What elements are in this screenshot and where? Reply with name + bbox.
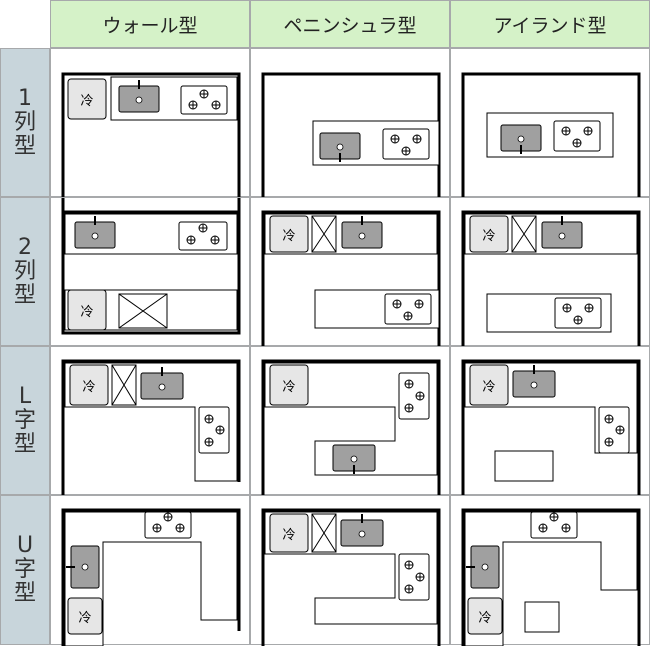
stove-icon [384, 293, 432, 325]
cell-ushape-peninsula: 冷 [250, 495, 450, 646]
svg-text:冷: 冷 [478, 611, 491, 626]
stove-icon [598, 406, 630, 454]
sink-icon [66, 545, 100, 589]
cell-1line-wall: 冷 [50, 48, 250, 198]
stove-icon [144, 511, 192, 539]
dishwasher-icon [511, 215, 537, 253]
table-corner [0, 0, 50, 48]
sink-icon [332, 444, 376, 474]
fridge-icon: 冷 [67, 78, 107, 120]
svg-text:冷: 冷 [482, 229, 495, 244]
sink-icon [140, 367, 184, 400]
row-label-2-line: 2列型 [13, 234, 36, 308]
fridge-icon: 冷 [67, 597, 103, 635]
stove-icon [553, 120, 601, 152]
col-header-peninsula: ペニンシュラ型 [250, 0, 450, 48]
svg-text:冷: 冷 [78, 611, 91, 626]
sink-icon [341, 216, 383, 249]
fridge-icon: 冷 [269, 364, 309, 406]
svg-text:冷: 冷 [80, 94, 93, 109]
cell-lshape-wall: 冷 [50, 346, 250, 496]
svg-text:冷: 冷 [282, 380, 295, 395]
sink-icon [319, 132, 361, 162]
stove-icon [180, 85, 228, 115]
cell-2line-peninsula: 冷 [250, 197, 450, 347]
island-counter [524, 601, 560, 633]
sink-icon [340, 514, 384, 547]
svg-text:冷: 冷 [482, 380, 495, 395]
fridge-icon: 冷 [469, 364, 509, 406]
row-header-2-line: 2列型 [0, 197, 50, 346]
cell-2line-island: 冷 [450, 197, 650, 347]
row-label-u-shape: U字型 [13, 533, 36, 606]
fridge-icon: 冷 [69, 364, 109, 406]
sink-icon [74, 216, 116, 249]
dishwasher-icon [311, 513, 337, 553]
fridge-icon: 冷 [467, 597, 503, 635]
stove-icon [554, 297, 602, 329]
sink-icon [500, 124, 542, 154]
cell-1line-island [450, 48, 650, 198]
cell-lshape-island: 冷 [450, 346, 650, 496]
row-label-1-line: 1列型 [13, 85, 36, 159]
fridge-icon: 冷 [67, 289, 107, 331]
col-header-wall: ウォール型 [50, 0, 250, 48]
svg-text:冷: 冷 [282, 528, 295, 543]
sink-icon [541, 216, 583, 249]
fridge-icon: 冷 [269, 215, 309, 253]
stove-icon [398, 372, 430, 420]
cell-lshape-peninsula: 冷 [250, 346, 450, 496]
stove-icon [398, 553, 430, 601]
row-header-1-line: 1列型 [0, 48, 50, 197]
cell-1line-peninsula [250, 48, 450, 198]
col-header-island: アイランド型 [450, 0, 650, 48]
stove-icon [382, 128, 430, 160]
dishwasher-icon [118, 293, 168, 329]
row-header-l-shape: L字型 [0, 346, 50, 495]
svg-text:冷: 冷 [82, 380, 95, 395]
svg-text:冷: 冷 [282, 229, 295, 244]
stove-icon [178, 221, 228, 251]
sink-icon [512, 365, 556, 398]
cell-ushape-island: 冷 [450, 495, 650, 646]
dishwasher-icon [311, 215, 337, 253]
sink-icon [466, 545, 500, 589]
dishwasher-icon [111, 364, 137, 406]
stove-icon [198, 406, 230, 454]
row-label-l-shape: L字型 [13, 383, 36, 457]
fridge-icon: 冷 [269, 513, 309, 553]
cell-2line-wall: 冷 [50, 197, 250, 346]
cell-ushape-wall: 冷 [50, 495, 250, 646]
svg-text:冷: 冷 [80, 305, 93, 320]
row-header-u-shape: U字型 [0, 495, 50, 645]
island-counter [494, 450, 554, 482]
sink-icon [118, 80, 160, 113]
fridge-icon: 冷 [469, 215, 509, 253]
stove-icon [530, 511, 578, 539]
